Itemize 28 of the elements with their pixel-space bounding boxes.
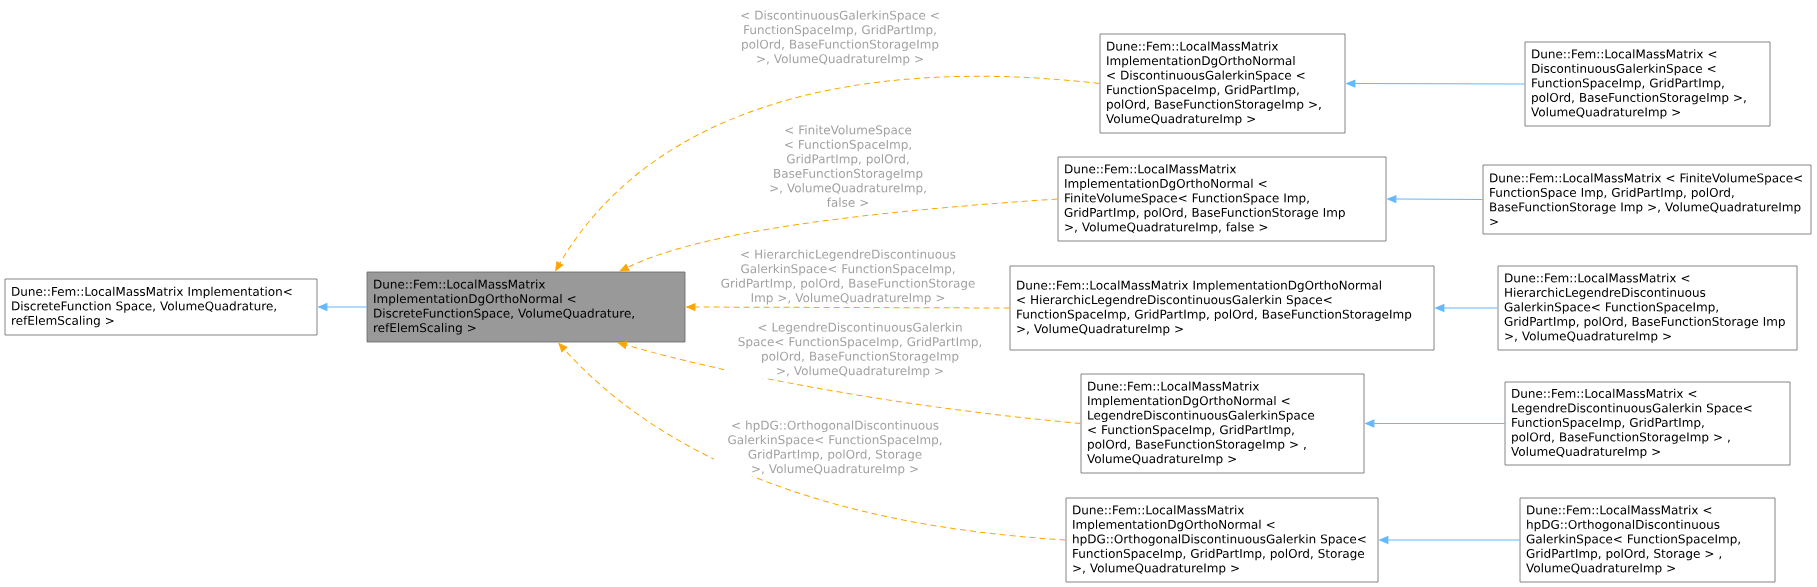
arrow	[686, 303, 1011, 311]
arrow	[1346, 79, 1526, 88]
class-box: Dune::Fem::LocalMassMatrix < LegendreDiscontinuousGalerkin Space< FunctionSpaceImp, GridPartImp, polOrd, BaseFunctionStorageImp > , VolumeQuadratureImp >	[1504, 381, 1791, 466]
arrow	[617, 341, 1082, 424]
class-box: Dune::Fem::LocalMassMatrix Implementation< DiscreteFunction Space, VolumeQuadrature, refElemScaling >	[4, 278, 318, 336]
class-box: Dune::Fem::LocalMassMatrix < DiscontinuousGalerkinSpace < FunctionSpaceImp, GridPartImp, polOrd, BaseFunctionStorageImp >, VolumeQuadratureImp >	[1524, 41, 1771, 127]
arrow	[318, 303, 368, 311]
class-box: Dune::Fem::LocalMassMatrix ImplementationDgOrthoNormal < DiscreteFunctionSpace, VolumeQuadrature, refElemScaling >	[366, 271, 686, 343]
arrow	[555, 75, 1101, 271]
class-box: Dune::Fem::LocalMassMatrix ImplementationDgOrthoNormal < HierarchicLegendreDiscontinuousGalerkin Space< FunctionSpaceImp, GridPartImp, polOrd, BaseFunctionStorageImp >, VolumeQuadratureImp >	[1009, 265, 1435, 351]
class-box: Dune::Fem::LocalMassMatrix ImplementationDgOrthoNormal < DiscontinuousGalerkinSpace < FunctionSpaceImp, GridPartImp, polOrd, BaseFunctionStorageImp >, VolumeQuadratureImp >	[1099, 33, 1346, 134]
class-box: Dune::Fem::LocalMassMatrix ImplementationDgOrthoNormal < hpDG::OrthogonalDiscontinuousGalerkin Space< FunctionSpaceImp, GridPartImp, polOrd, Storage >, VolumeQuadratureImp >	[1065, 497, 1379, 583]
arrow	[1365, 419, 1506, 428]
edge-label: < FiniteVolumeSpace < FunctionSpaceImp, GridPartImp, polOrd, BaseFunctionStorageImp >, VolumeQuadratureImp, false >	[756, 124, 940, 208]
edge-label: < hpDG::OrthogonalDiscontinuous GalerkinSpace< FunctionSpaceImp, GridPartImp, polOrd, Storage >, VolumeQuadratureImp >	[714, 419, 956, 477]
arrow	[558, 342, 1067, 541]
arrow	[1379, 536, 1521, 544]
class-box: Dune::Fem::LocalMassMatrix < FiniteVolumeSpace< FunctionSpace Imp, GridPartImp, polOrd, BaseFunctionStorage Imp >, VolumeQuadratureImp >	[1482, 164, 1812, 235]
arrow	[1435, 304, 1499, 312]
edge-label: < LegendreDiscontinuousGalerkin Space< FunctionSpaceImp, GridPartImp, polOrd, BaseFunctionStorageImp >, VolumeQuadratureImp >	[724, 321, 996, 379]
class-box: Dune::Fem::LocalMassMatrix < hpDG::OrthogonalDiscontinuous GalerkinSpace< FunctionSpaceImp, GridPartImp, polOrd, Storage > , VolumeQuadratureImp >	[1519, 497, 1776, 583]
class-box: Dune::Fem::LocalMassMatrix ImplementationDgOrthoNormal < LegendreDiscontinuousGalerkinSpace < FunctionSpaceImp, GridPartImp, polOrd, BaseFunctionStorageImp > , VolumeQuadratureImp >	[1080, 373, 1365, 474]
class-box: Dune::Fem::LocalMassMatrix ImplementationDgOrthoNormal < FiniteVolumeSpace< FunctionSpace Imp, GridPartImp, polOrd, BaseFunctionStorage Imp >, VolumeQuadratureImp, false >	[1057, 156, 1387, 242]
edge-label: < HierarchicLegendreDiscontinuous GalerkinSpace< FunctionSpaceImp, GridPartImp, polOrd, BaseFunctionStorage Imp >, VolumeQuadratureImp >	[706, 248, 990, 306]
class-box: Dune::Fem::LocalMassMatrix < HierarchicLegendreDiscontinuous GalerkinSpace< FunctionSpaceImp, GridPartImp, polOrd, BaseFunctionStorage Imp >, VolumeQuadratureImp >	[1497, 265, 1798, 351]
arrow	[619, 198, 1059, 272]
edge-label: < DiscontinuousGalerkinSpace < FunctionSpaceImp, GridPartImp, polOrd, BaseFunctionStorageImp >, VolumeQuadratureImp >	[723, 9, 957, 67]
arrow	[1387, 195, 1484, 203]
